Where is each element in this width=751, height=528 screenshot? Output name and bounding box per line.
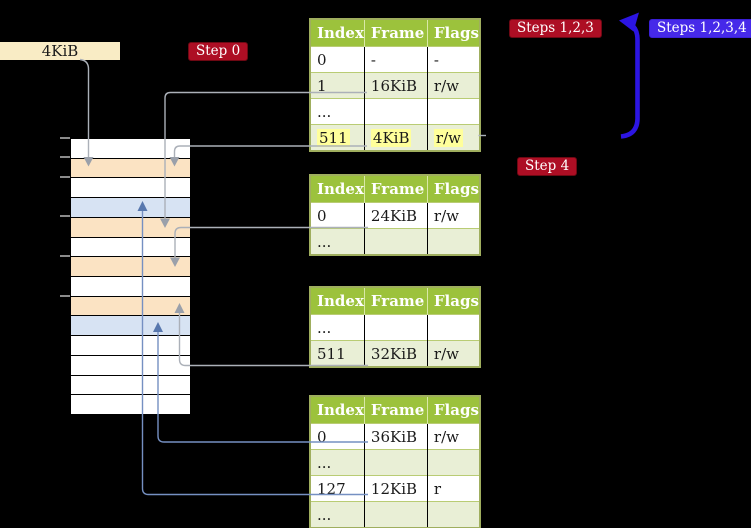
highlighted-value: r/w <box>433 128 463 147</box>
column-header: Index <box>310 175 365 203</box>
table-cell: ... <box>310 501 365 528</box>
column-header: Index <box>310 19 365 47</box>
table-cell <box>426 501 480 528</box>
table-cell: 24KiB <box>363 202 428 229</box>
tick-mark <box>60 215 70 217</box>
tick-mark <box>60 176 70 178</box>
table-cell: r <box>426 475 480 502</box>
column-header: Index <box>310 396 365 424</box>
table-cell: ... <box>310 449 365 476</box>
memory-frame-row <box>71 178 190 199</box>
column-header: Flags <box>426 19 480 47</box>
table-cell <box>363 314 428 341</box>
memory-column <box>70 138 191 415</box>
column-header: Flags <box>426 175 480 203</box>
memory-frame-row <box>71 217 190 238</box>
frame-size-label: 4KiB <box>0 42 120 60</box>
column-header: Frame <box>363 175 428 203</box>
loop-arrow <box>619 12 640 139</box>
table-cell: 0 <box>310 202 365 229</box>
table-cell: 0 <box>310 423 365 450</box>
column-header: Frame <box>363 396 428 424</box>
step-4-badge: Step 4 <box>517 157 578 176</box>
highlighted-value: 511 <box>317 128 350 147</box>
table-row: 0-- <box>310 46 480 73</box>
table-cell <box>426 98 480 125</box>
memory-frame-row <box>71 277 190 297</box>
table-row: ... <box>310 228 480 255</box>
table-cell: - <box>426 46 480 73</box>
step-0-badge: Step 0 <box>188 42 249 61</box>
table-row: ... <box>310 314 480 341</box>
table-cell: 12KiB <box>363 475 428 502</box>
table-cell: ... <box>310 228 365 255</box>
table-cell <box>426 228 480 255</box>
tick-mark <box>60 255 70 257</box>
table-cell: 32KiB <box>363 340 428 367</box>
memory-frame-row <box>71 355 190 376</box>
table-cell: 127 <box>310 475 365 502</box>
tick-mark <box>60 137 70 139</box>
memory-frame-row <box>71 237 190 258</box>
column-header: Flags <box>426 396 480 424</box>
memory-frame-row <box>71 395 190 415</box>
memory-frame-row <box>71 375 190 396</box>
table-cell: r/w <box>426 124 480 151</box>
memory-frame-row <box>71 198 190 218</box>
memory-frame-row <box>71 336 190 356</box>
table-cell <box>363 501 428 528</box>
column-header: Frame <box>363 287 428 315</box>
table-cell: r/w <box>426 72 480 99</box>
memory-frame-row <box>71 296 190 317</box>
table-cell: 4KiB <box>363 124 428 151</box>
table-cell: ... <box>310 98 365 125</box>
column-header: Index <box>310 287 365 315</box>
table-cell: r/w <box>426 423 480 450</box>
table-cell: 1 <box>310 72 365 99</box>
table-cell: 0 <box>310 46 365 73</box>
table-cell: 36KiB <box>363 423 428 450</box>
table-cell: r/w <box>426 202 480 229</box>
memory-frame-row <box>71 316 190 337</box>
table-cell <box>363 228 428 255</box>
table-cell: 16KiB <box>363 72 428 99</box>
table-cell <box>363 449 428 476</box>
table-cell: r/w <box>426 340 480 367</box>
table-row: 511 4KiB r/w <box>310 124 480 151</box>
table-cell <box>426 314 480 341</box>
steps-1234-badge: Steps 1,2,3,4 <box>649 19 751 38</box>
steps-123-badge: Steps 1,2,3 <box>509 19 602 38</box>
memory-frame-row <box>71 139 190 159</box>
table-cell: 511 <box>310 124 365 151</box>
memory-frame-row <box>71 257 190 278</box>
table-row: ... <box>310 501 480 528</box>
tick-mark <box>60 295 70 297</box>
table-row: ... <box>310 98 480 125</box>
table-row: ... <box>310 449 480 476</box>
highlighted-value: 4KiB <box>370 128 412 147</box>
tick-mark <box>60 156 70 158</box>
table-cell: ... <box>310 314 365 341</box>
table-cell: 511 <box>310 340 365 367</box>
table-cell: - <box>363 46 428 73</box>
table-cell <box>363 98 428 125</box>
table-cell <box>426 449 480 476</box>
column-header: Frame <box>363 19 428 47</box>
column-header: Flags <box>426 287 480 315</box>
memory-frame-row <box>71 158 190 179</box>
